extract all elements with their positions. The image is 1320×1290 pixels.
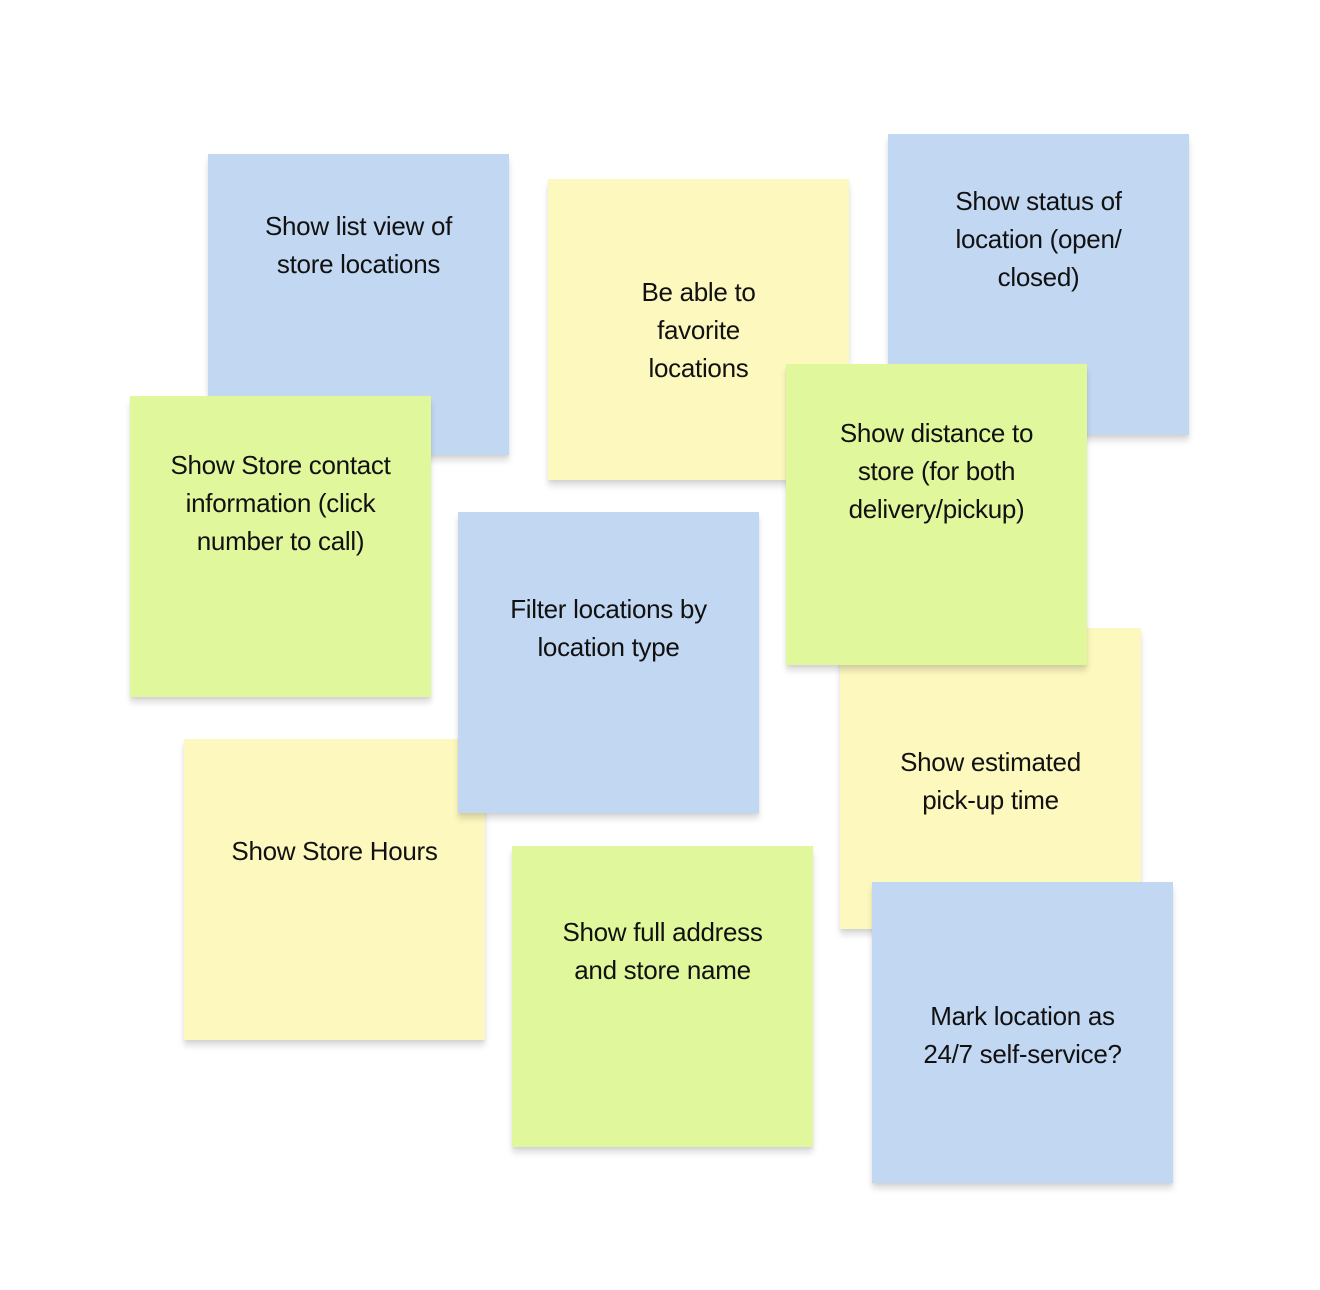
sticky-note-pickup-time[interactable]: Show estimated pick-up time [840, 628, 1141, 929]
sticky-note-text: Show status of location (open/ closed) [955, 185, 1122, 292]
sticky-note-text: Filter locations by location type [510, 593, 707, 662]
sticky-note-filter-locations[interactable]: Filter locations by location type [458, 512, 759, 813]
sticky-note-text: Show list view of store locations [264, 210, 453, 279]
sticky-note-text: Show Store contact information (click nu… [170, 449, 391, 556]
sticky-note-text: Be able to favorite locations [641, 276, 756, 383]
sticky-note-self-service[interactable]: Mark location as 24/7 self-service? [872, 882, 1173, 1183]
sticky-note-full-address[interactable]: Show full address and store name [512, 846, 813, 1147]
sticky-note-text: Show estimated pick-up time [900, 746, 1081, 815]
sticky-note-store-hours[interactable]: Show Store Hours [184, 739, 485, 1040]
sticky-note-contact-information[interactable]: Show Store contact information (click nu… [130, 396, 431, 697]
sticky-note-distance-to-store[interactable]: Show distance to store (for both deliver… [786, 364, 1087, 665]
sticky-note-text: Show distance to store (for both deliver… [839, 417, 1034, 524]
sticky-note-text: Show Store Hours [231, 835, 438, 866]
sticky-note-text: Show full address and store name [562, 916, 763, 985]
sticky-note-text: Mark location as 24/7 self-service? [923, 1000, 1122, 1069]
